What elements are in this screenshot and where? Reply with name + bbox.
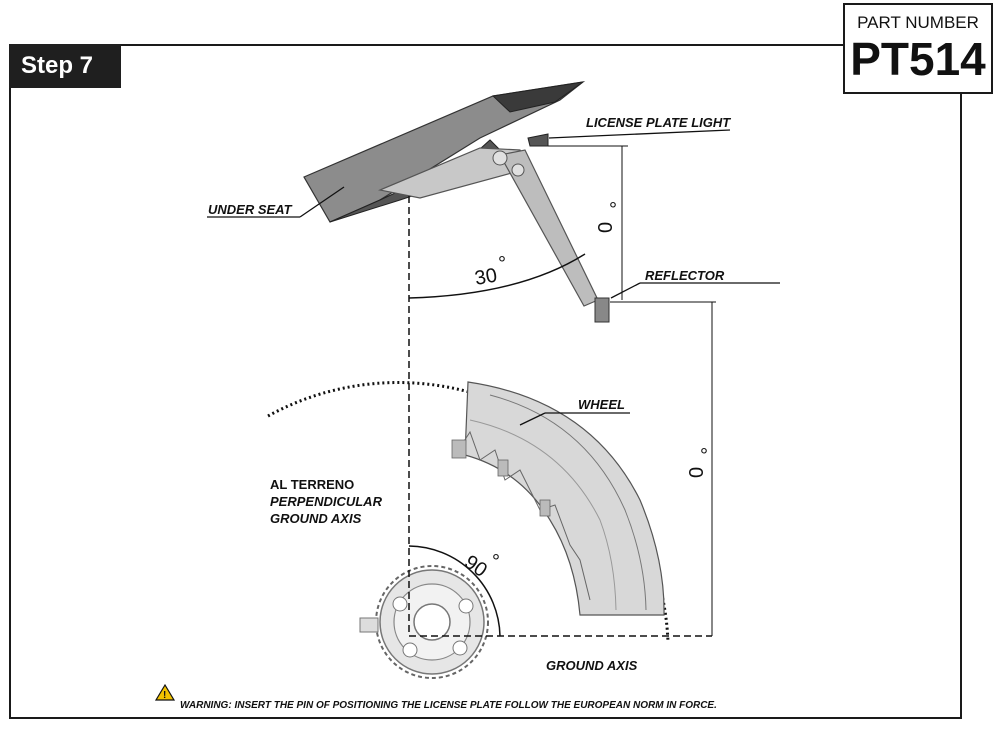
angle-arc-30: [408, 253, 586, 299]
warning-text: WARNING: INSERT THE PIN OF POSITIONING T…: [180, 700, 717, 711]
angle-90-degree: °: [492, 551, 500, 573]
angle-arc-90: [408, 545, 501, 637]
license-plate-light-part: [527, 133, 549, 147]
angle-0-light-degree: °: [609, 199, 617, 221]
warning-icon: !: [154, 683, 176, 701]
label-perpendicular: PERPENDICULAR: [270, 494, 383, 509]
label-al-terreno: AL TERRENO: [270, 477, 354, 492]
label-reflector: REFLECTOR: [645, 268, 725, 283]
step-label: Step 7: [21, 52, 94, 79]
leader-reflector: [610, 282, 641, 299]
part-number-value: PT514: [850, 33, 986, 85]
leader-wheel-diag: [519, 412, 546, 426]
label-ground-axis-side: GROUND AXIS: [270, 511, 362, 526]
angle-30-value: 30: [473, 264, 499, 290]
license-plate-bracket: [377, 147, 610, 323]
angle-0-reflector-degree: °: [700, 445, 708, 467]
leader-license-plate-light: [548, 129, 731, 139]
wheel-tire-illustration: [451, 381, 665, 616]
step-badge: Step 7: [9, 44, 121, 88]
svg-text:!: !: [163, 690, 166, 701]
angle-90-value: 90: [460, 551, 491, 582]
label-under-seat: UNDER SEAT: [208, 202, 293, 217]
warning-prefix: WARNING:: [180, 700, 232, 711]
leader-under-seat-diag: [299, 186, 345, 218]
part-number-box: PART NUMBER PT514: [843, 3, 993, 94]
angle-0-reflector-value: 0: [686, 467, 708, 478]
diagram-frame: [9, 44, 962, 719]
label-license-plate-light: LICENSE PLATE LIGHT: [586, 115, 731, 130]
angle-30-degree: °: [498, 253, 506, 275]
label-wheel: WHEEL: [578, 397, 625, 412]
part-number-label: PART NUMBER: [857, 13, 979, 32]
warning-body: INSERT THE PIN OF POSITIONING THE LICENS…: [232, 700, 717, 711]
wheel-hub-sprocket: [359, 565, 489, 679]
label-ground-axis: GROUND AXIS: [546, 658, 638, 673]
angle-0-light-value: 0: [595, 222, 617, 233]
